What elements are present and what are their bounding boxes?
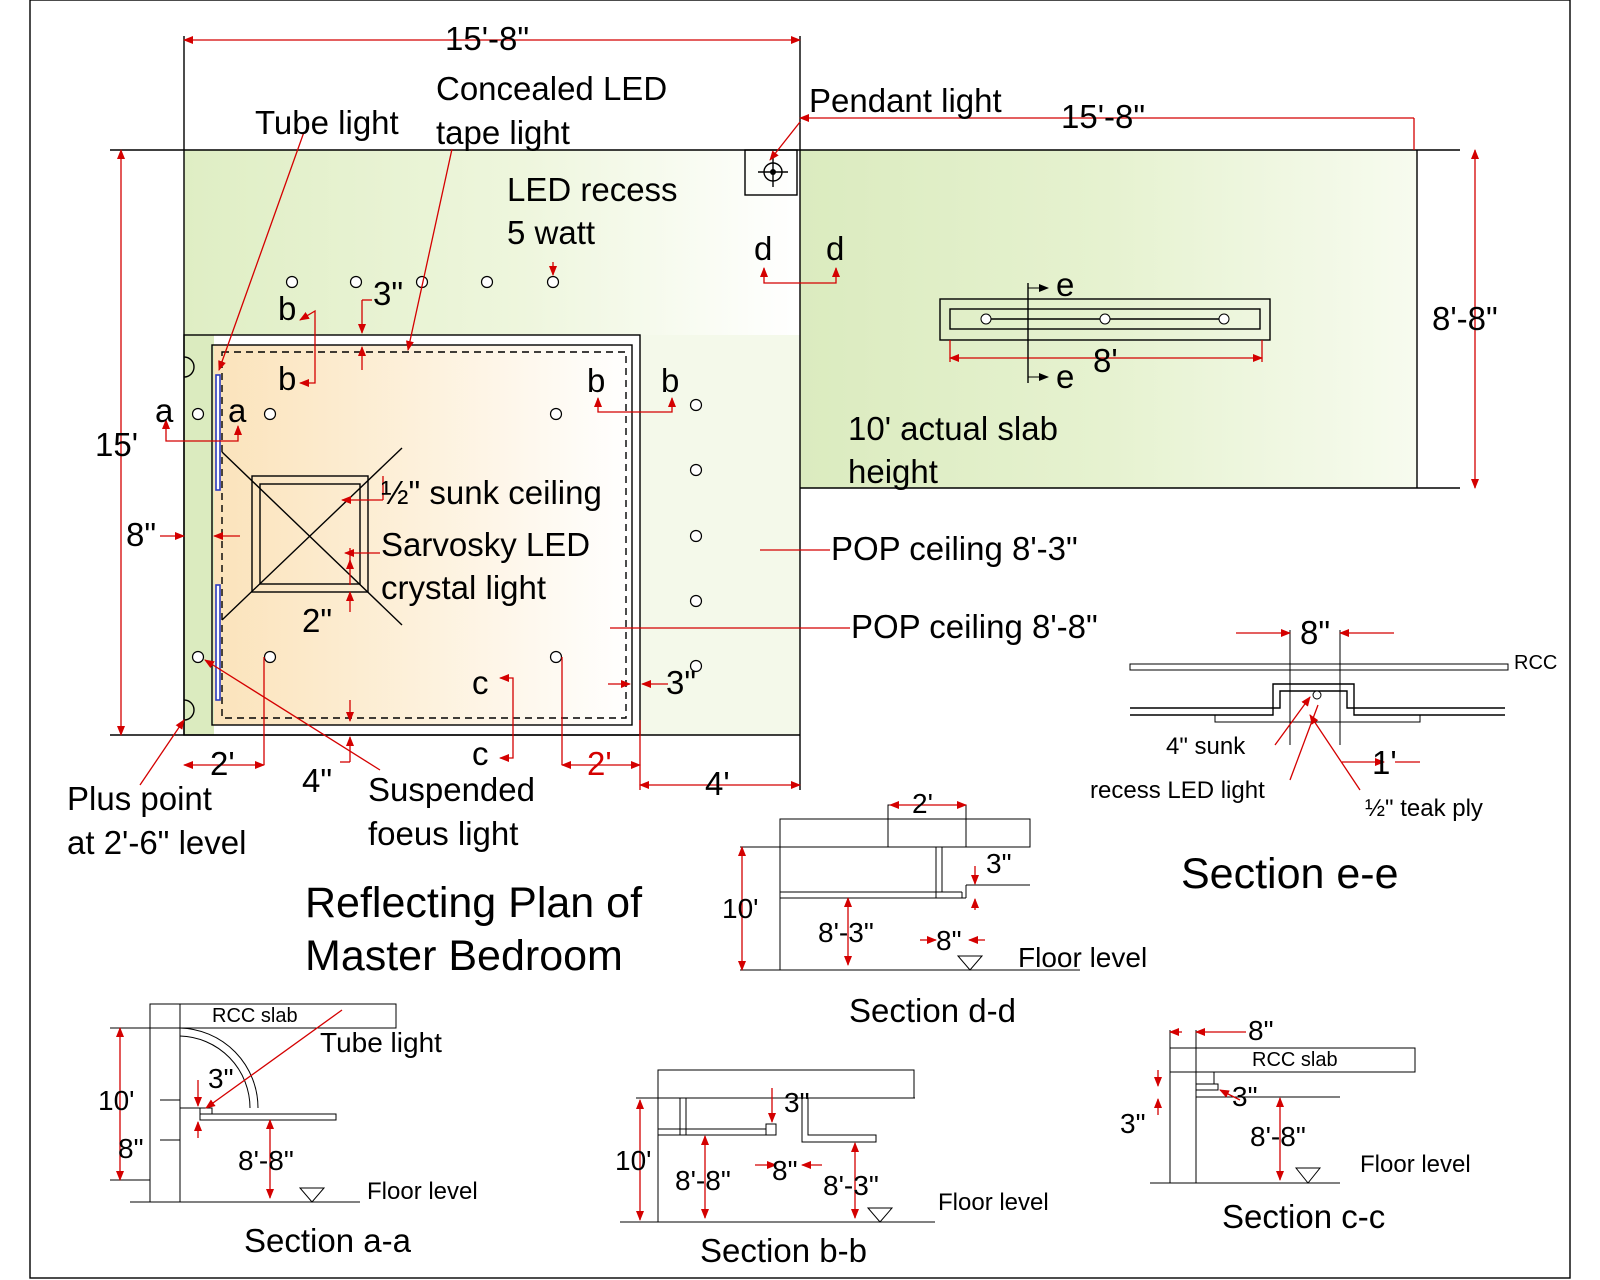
led-recess-lights [191,275,703,673]
mark-b-3: b [587,362,605,399]
mark-e-1: e [1056,266,1074,303]
mark-a-left: a [155,392,174,429]
bb-dim-3: 3" [784,1087,810,1118]
label-slab-2: height [848,453,938,490]
dim-rail-length: 8' [1093,342,1118,379]
label-led-recess-2: 5 watt [507,214,595,251]
label-pop-83: POP ceiling 8'-3" [831,530,1078,567]
ceiling-fill-inner [214,345,634,725]
aa-floor: Floor level [367,1178,478,1205]
dd-dim-2: 2' [912,788,933,819]
label-led-recess-1: LED recess [507,171,678,208]
dd-title: Section d-d [849,992,1016,1029]
cc-dim-8: 8" [1248,1015,1274,1046]
cc-dim-88: 8'-8" [1250,1121,1306,1152]
dim-3in-top: 3" [373,275,403,312]
dim-2in: 2" [302,602,332,639]
mark-e-2: e [1056,358,1074,395]
mark-b-2: b [278,360,296,397]
mark-d-2: d [826,230,844,267]
cc-rcc: RCC slab [1252,1049,1338,1071]
label-pendant: Pendant light [809,82,1002,119]
label-tube-light: Tube light [255,104,399,141]
sheet-border [29,0,1571,1279]
dd-dim-83: 8'-3" [818,917,874,948]
bb-dim-8: 8" [772,1155,798,1186]
dd-dim-10: 10' [722,893,759,924]
label-plus-2: at 2'-6" level [67,824,246,861]
section-aa: RCC slab Tube light 3" 10' 8" 8'-8" Floo… [98,1003,478,1259]
aa-dim-8: 8" [118,1133,144,1164]
aa-tube: Tube light [320,1027,442,1058]
mark-c-2: c [472,735,489,772]
bb-floor: Floor level [938,1189,1049,1216]
plan-view: 15'-8" 15'-8" 15' 8'-8" 8' 3" 8" 2" 3" 2… [67,20,1498,980]
dim-2ft-red: 2' [587,745,612,782]
dim-right-height: 8'-8" [1432,300,1498,337]
label-concealed-1: Concealed LED [436,70,667,107]
dim-top-width: 15'-8" [445,20,529,57]
cc-dim-3a: 3" [1232,1081,1258,1112]
aa-dim-3: 3" [208,1063,234,1094]
mark-b-4: b [661,362,679,399]
aa-dim-10: 10' [98,1085,135,1116]
ee-recess: recess LED light [1090,777,1265,804]
dim-4ft: 4' [705,765,730,802]
dim-2ft-left: 2' [210,745,235,782]
label-susp-2: foeus light [368,815,518,852]
dim-left-height: 15' [95,426,138,463]
aa-rcc: RCC slab [212,1005,298,1027]
ee-title: Section e-e [1181,850,1399,898]
mark-a-right: a [228,392,247,429]
label-concealed-2: tape light [436,114,570,151]
section-dd: 2' 3" 10' 8'-3" 8" Floor level Section d… [722,788,1147,1029]
label-plus-1: Plus point [67,780,212,817]
label-sarvosky-2: crystal light [381,569,546,606]
mark-d-1: d [754,230,772,267]
section-cc: 8" RCC slab 3" 3" 8'-8" Floor level Sect… [1120,1015,1471,1235]
bb-dim-83: 8'-3" [823,1170,879,1201]
dd-floor: Floor level [1018,942,1147,973]
tube-light-1 [215,374,221,491]
tube-light-2 [215,584,221,701]
dim-3in-right: 3" [666,664,696,701]
plan-title-1: Reflecting Plan of [305,879,643,927]
ee-rcc: RCC [1514,652,1557,674]
bb-title: Section b-b [700,1232,867,1269]
crystal-light [259,483,361,585]
dim-8in-left: 8" [126,516,156,553]
aa-title: Section a-a [244,1222,412,1259]
cc-dim-3b: 3" [1120,1108,1146,1139]
mark-b-1: b [278,290,296,327]
plan-title-2: Master Bedroom [305,932,623,980]
label-pop-88: POP ceiling 8'-8" [851,608,1098,645]
label-slab-1: 10' actual slab [848,410,1058,447]
bb-dim-10: 10' [615,1145,652,1176]
cc-title: Section c-c [1222,1198,1385,1235]
label-sarvosky-1: Sarvosky LED [381,526,590,563]
ee-sunk: 4" sunk [1166,733,1246,760]
dim-right-width: 15'-8" [1061,98,1145,135]
ee-teak: ½" teak ply [1365,795,1483,822]
label-susp-1: Suspended [368,771,535,808]
aa-dim-88: 8'-8" [238,1145,294,1176]
section-ee: 8" RCC 4" sunk recess LED light 1' ½" te… [1090,614,1557,898]
ee-dim-1: 1' [1372,744,1397,781]
ee-dim-8: 8" [1300,614,1330,651]
ceiling-fill-left [184,335,214,735]
cc-floor: Floor level [1360,1151,1471,1178]
ceiling-fill-upper [184,150,800,335]
dim-4in: 4" [302,762,332,799]
mark-c-1: c [472,664,489,701]
section-bb: 3" 10' 8'-8" 8" 8'-3" Floor level Sectio… [615,1069,1049,1269]
dd-dim-3: 3" [986,848,1012,879]
bb-dim-88: 8'-8" [675,1165,731,1196]
dd-dim-8: 8" [936,925,962,956]
label-sunk: ½" sunk ceiling [381,474,602,511]
sunk-ceiling [251,475,369,593]
